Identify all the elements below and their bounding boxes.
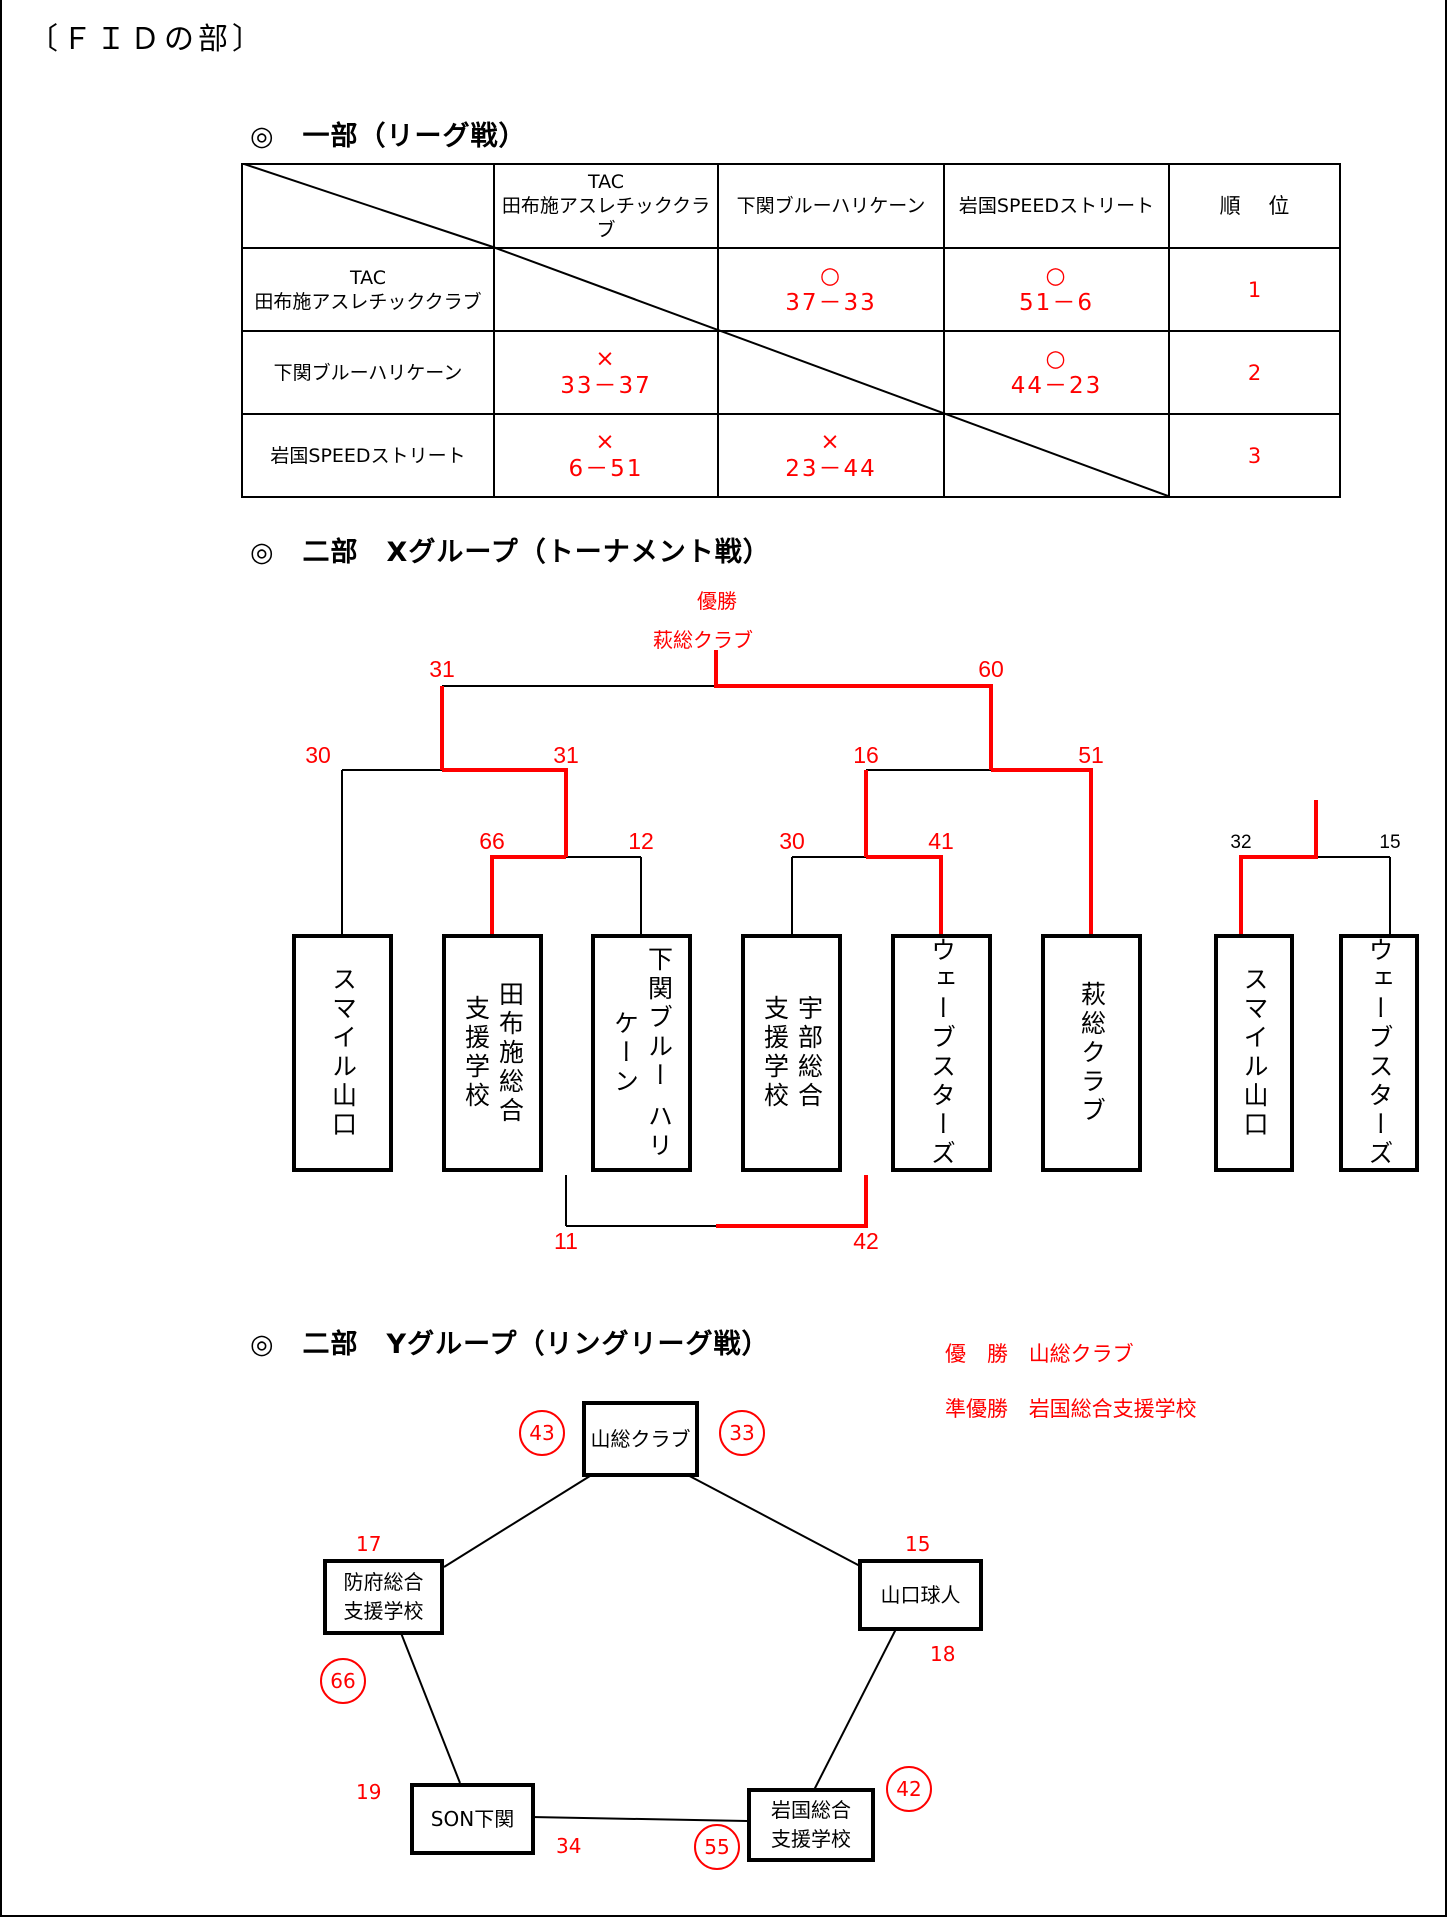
ring-node-yamaguchi-kyujin: 山口球人 xyxy=(858,1559,983,1631)
runner-label: 準優勝 xyxy=(945,1397,1008,1421)
team-box-text: ケーン xyxy=(610,1009,640,1097)
runner-line: 準優勝 岩国総合支援学校 xyxy=(945,1393,1197,1423)
score-side-right: 15 xyxy=(1379,832,1400,853)
col-header-iwakuni: 岩国SPEEDストリート xyxy=(943,163,1170,249)
team-box-wave-stars: ウェーブスターズ xyxy=(891,934,992,1172)
ring-node-yamaso: 山総クラブ xyxy=(582,1401,699,1477)
page-title: 〔ＦＩＤの部〕 xyxy=(28,22,266,57)
score-final-left: 31 xyxy=(429,656,455,682)
team-box-text: スマイル山口 xyxy=(328,966,358,1140)
ring-node-text: 岩国総合 xyxy=(771,1798,851,1822)
team-box-ube: 宇部総合 支援学校 xyxy=(741,934,842,1172)
rank-cell: 2 xyxy=(1168,330,1341,415)
ring-node-text: 山総クラブ xyxy=(590,1426,691,1451)
team-box-text: ウェーブスターズ xyxy=(927,937,957,1169)
team-box-wave-stars-2: ウェーブスターズ xyxy=(1339,934,1419,1172)
score-semi2-right: 51 xyxy=(1078,742,1104,768)
team-box-text: ウェーブスターズ xyxy=(1365,937,1394,1169)
ring-node-text: 防府総合 xyxy=(343,1570,424,1594)
score-q2-left: 30 xyxy=(779,828,805,854)
team-box-text: 支援学校 xyxy=(760,995,790,1111)
ring-node-text: 支援学校 xyxy=(771,1827,851,1851)
score-34: 34 xyxy=(556,1834,582,1858)
team-box-text: 支援学校 xyxy=(461,995,491,1111)
row-header-shimonoseki: 下関ブルーハリケーン xyxy=(241,330,495,415)
score-18: 18 xyxy=(930,1642,956,1666)
score-circle-42: 42 xyxy=(886,1766,932,1812)
score-17: 17 xyxy=(356,1532,382,1556)
score-circle-33: 33 xyxy=(719,1410,765,1456)
team-box-smile-yamaguchi-2: スマイル山口 xyxy=(1214,934,1294,1172)
score-15: 15 xyxy=(905,1532,931,1556)
team-box-text: スマイル山口 xyxy=(1240,966,1269,1140)
ring-node-text: SON下関 xyxy=(430,1806,515,1831)
section2-heading: ◎ 二部 Xグループ（トーナメント戦） xyxy=(250,537,771,568)
champion-label: 優 勝 xyxy=(945,1342,1008,1366)
team-box-text: 宇部総合 xyxy=(794,995,824,1111)
ring-node-son-shimonoseki: SON下関 xyxy=(410,1783,535,1855)
score-side-left: 32 xyxy=(1230,832,1251,853)
team-box-text: 下関ブルー ハリ xyxy=(644,945,674,1161)
ring-node-text: 支援学校 xyxy=(343,1599,424,1623)
ring-node-text: 山口球人 xyxy=(880,1582,961,1607)
score-third-right: 42 xyxy=(853,1228,879,1254)
score-circle-43: 43 xyxy=(519,1410,565,1456)
col-header-shimonoseki: 下関ブルーハリケーン xyxy=(717,163,945,249)
score-q1-left: 66 xyxy=(479,828,505,854)
score-circle-55: 55 xyxy=(694,1824,740,1870)
score-circle-66: 66 xyxy=(320,1658,366,1704)
col-header-rank: 順 位 xyxy=(1168,163,1341,249)
ring-node-hofu: 防府総合 支援学校 xyxy=(323,1559,444,1635)
team-box-text: 田布施総合 xyxy=(495,980,525,1126)
winner-label: 優勝 xyxy=(697,589,737,613)
team-box-hagi: 萩総クラブ xyxy=(1041,934,1142,1172)
section1-heading: ◎ 一部（リーグ戦） xyxy=(250,121,527,152)
rank-cell: 3 xyxy=(1168,413,1341,498)
champion-name: 山総クラブ xyxy=(1028,1342,1134,1366)
score-semi1-right: 31 xyxy=(553,742,579,768)
score-19: 19 xyxy=(356,1780,382,1804)
score-q2-right: 41 xyxy=(928,828,954,854)
score-semi2-left: 16 xyxy=(853,742,879,768)
ring-node-iwakuni: 岩国総合 支援学校 xyxy=(747,1788,875,1862)
winner-name: 萩総クラブ xyxy=(653,628,753,652)
team-box-shimonoseki: 下関ブルー ハリ ケーン xyxy=(591,934,692,1172)
team-box-text: 萩総クラブ xyxy=(1077,980,1107,1126)
team-box-smile-yamaguchi: スマイル山口 xyxy=(292,934,393,1172)
row-header-iwakuni: 岩国SPEEDストリート xyxy=(241,413,495,498)
champion-line: 優 勝 山総クラブ xyxy=(945,1338,1134,1368)
runner-name: 岩国総合支援学校 xyxy=(1028,1397,1197,1421)
score-q1-right: 12 xyxy=(628,828,654,854)
team-box-tabuse: 田布施総合 支援学校 xyxy=(442,934,543,1172)
rank-cell: 1 xyxy=(1168,247,1341,332)
section3-heading: ◎ 二部 Yグループ（リングリーグ戦） xyxy=(250,1329,770,1360)
score-third-left: 11 xyxy=(554,1228,578,1254)
score-final-right: 60 xyxy=(978,656,1004,682)
score-semi1-left: 30 xyxy=(305,742,331,768)
